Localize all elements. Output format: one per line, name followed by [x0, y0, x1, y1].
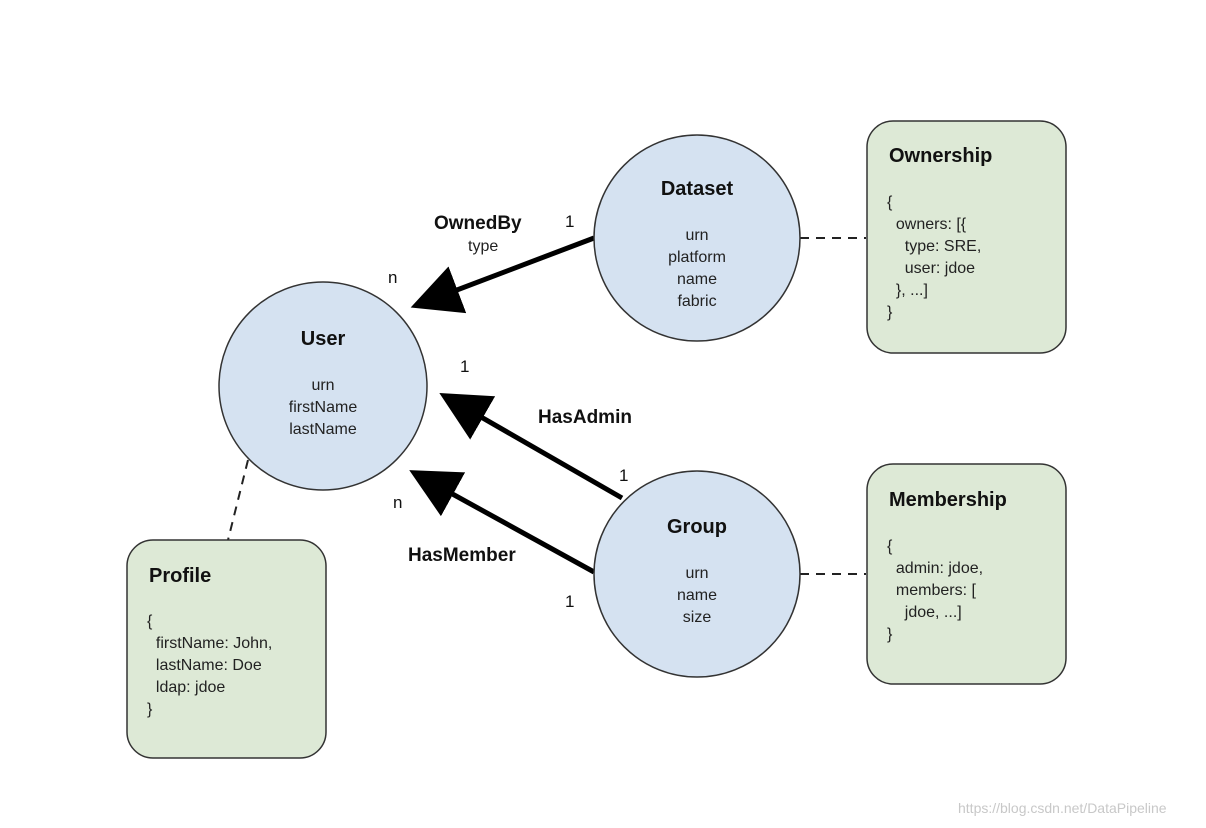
owned-by-target-cardinality: n: [388, 268, 398, 287]
profile-line-0: {: [147, 613, 153, 630]
dataset-title: Dataset: [660, 178, 734, 200]
has-admin-edge: [439, 393, 624, 501]
has-member-source-cardinality: 1: [565, 592, 575, 611]
profile-title: Profile: [149, 565, 212, 587]
profile-aspect-box: [126, 539, 327, 759]
membership-aspect-box: [866, 463, 1067, 685]
dataset-field-urn: urn: [685, 227, 709, 244]
has-member-target-cardinality: n: [393, 493, 403, 512]
group-title: Group: [667, 516, 727, 538]
ownership-line-2: type: SRE,: [887, 238, 982, 255]
membership-line-2: members: [: [887, 582, 976, 599]
dataset-node: [593, 134, 801, 342]
user-title: User: [300, 328, 346, 350]
user-field-firstname: firstName: [288, 399, 358, 416]
dataset-field-fabric: fabric: [677, 293, 717, 310]
user-field-lastname: lastName: [289, 421, 357, 438]
membership-line-4: }: [887, 626, 893, 643]
ownership-title: Ownership: [889, 145, 993, 167]
profile-line-1: firstName: John,: [147, 635, 273, 652]
profile-line-4: }: [147, 701, 153, 718]
ownership-aspect-box: [866, 120, 1067, 354]
ownership-line-3: user: jdoe: [887, 260, 976, 277]
group-field-name: name: [676, 587, 718, 604]
membership-line-3: jdoe, ...]: [887, 604, 962, 621]
has-member-edge: [409, 470, 596, 575]
group-node: [593, 470, 801, 678]
membership-line-0: {: [887, 538, 893, 555]
profile-line-2: lastName: Doe: [147, 657, 262, 674]
group-field-urn: urn: [685, 565, 709, 582]
has-member-label: HasMember: [408, 545, 516, 566]
owned-by-edge: [410, 235, 595, 314]
user-field-urn: urn: [311, 377, 335, 394]
user-profile-connector: [227, 459, 249, 541]
has-admin-label: HasAdmin: [538, 407, 632, 428]
ownership-line-4: }, ...]: [887, 282, 928, 299]
ownership-line-5: }: [887, 304, 893, 321]
owned-by-label: OwnedBy: [434, 213, 522, 234]
has-admin-source-cardinality: 1: [619, 466, 629, 485]
dataset-field-name: name: [676, 271, 718, 288]
ownership-line-0: {: [887, 194, 893, 211]
profile-line-3: ldap: jdoe: [147, 679, 226, 696]
ownership-line-1: owners: [{: [887, 216, 967, 233]
membership-title: Membership: [889, 489, 1007, 511]
owned-by-source-cardinality: 1: [565, 212, 575, 231]
has-admin-target-cardinality: 1: [460, 357, 470, 376]
dataset-field-platform: platform: [668, 249, 726, 266]
group-field-size: size: [682, 609, 712, 626]
membership-line-1: admin: jdoe,: [887, 560, 984, 577]
user-node: [218, 281, 428, 491]
watermark-text: https://blog.csdn.net/DataPipeline: [958, 800, 1167, 816]
owned-by-sublabel: type: [468, 238, 499, 255]
